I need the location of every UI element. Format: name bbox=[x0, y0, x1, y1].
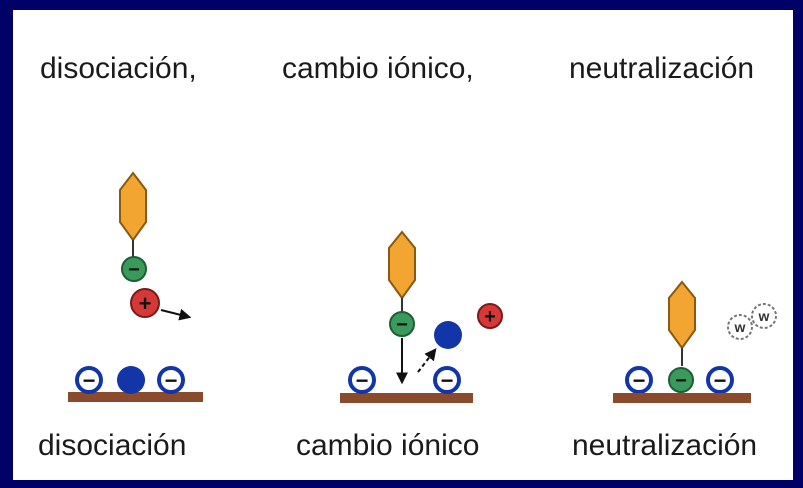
ion-exchange-diagram: − + − − bbox=[68, 171, 777, 403]
neutralizacion-scene: − − − w w bbox=[613, 280, 777, 403]
svg-text:+: + bbox=[484, 306, 496, 328]
top-label-disociacion: disociación, bbox=[40, 52, 197, 85]
surface-negative-charge-icon: − bbox=[433, 366, 461, 394]
svg-text:−: − bbox=[675, 370, 687, 392]
svg-text:−: − bbox=[165, 368, 178, 393]
surface-negative-charge-icon: − bbox=[75, 366, 103, 394]
svg-text:+: + bbox=[139, 291, 152, 316]
bottom-label-cambio-ionico: cambio iónico bbox=[296, 429, 480, 462]
svg-text:−: − bbox=[356, 368, 369, 393]
top-label-neutralizacion: neutralización bbox=[569, 52, 755, 85]
motion-arrow-icon bbox=[417, 348, 437, 373]
blue-neutral-ion-icon bbox=[117, 366, 145, 394]
ligand-hexagon-icon bbox=[388, 230, 416, 300]
svg-text:−: − bbox=[83, 368, 96, 393]
green-negative-ion-icon: − bbox=[668, 367, 694, 393]
bottom-label-neutralizacion: neutralización bbox=[572, 429, 758, 462]
svg-text:w: w bbox=[758, 308, 770, 324]
surface-negative-charge-icon: − bbox=[706, 366, 734, 394]
svg-text:−: − bbox=[396, 314, 408, 336]
motion-arrow-icon bbox=[160, 308, 192, 321]
svg-text:w: w bbox=[734, 319, 746, 335]
green-negative-ion-icon: − bbox=[389, 311, 415, 337]
brown-surface-bar bbox=[68, 392, 203, 402]
blue-neutral-ion-icon bbox=[434, 321, 462, 349]
brown-surface-bar bbox=[340, 393, 473, 403]
bottom-label-disociacion: disociación bbox=[38, 429, 187, 462]
disociacion-scene: − + − − bbox=[68, 171, 203, 402]
water-molecule-icon: w bbox=[751, 303, 777, 329]
svg-text:−: − bbox=[128, 259, 140, 281]
ligand-hexagon-icon bbox=[668, 280, 696, 350]
ligand-hexagon-icon bbox=[119, 171, 147, 242]
surface-negative-charge-icon: − bbox=[348, 366, 376, 394]
surface-negative-charge-icon: − bbox=[625, 366, 653, 394]
content-panel: disociación, cambio iónico, neutralizaci… bbox=[13, 10, 793, 480]
svg-text:−: − bbox=[633, 368, 646, 393]
water-molecule-icon: w bbox=[727, 314, 753, 340]
surface-negative-charge-icon: − bbox=[157, 366, 185, 394]
green-negative-ion-icon: − bbox=[121, 256, 147, 282]
cambio-ionico-scene: − + − − bbox=[340, 230, 503, 403]
red-positive-ion-icon: + bbox=[130, 288, 160, 318]
red-positive-ion-icon: + bbox=[477, 303, 503, 329]
top-label-cambio-ionico: cambio iónico, bbox=[282, 52, 474, 85]
svg-text:−: − bbox=[714, 368, 727, 393]
brown-surface-bar bbox=[613, 393, 751, 403]
svg-text:−: − bbox=[441, 368, 454, 393]
